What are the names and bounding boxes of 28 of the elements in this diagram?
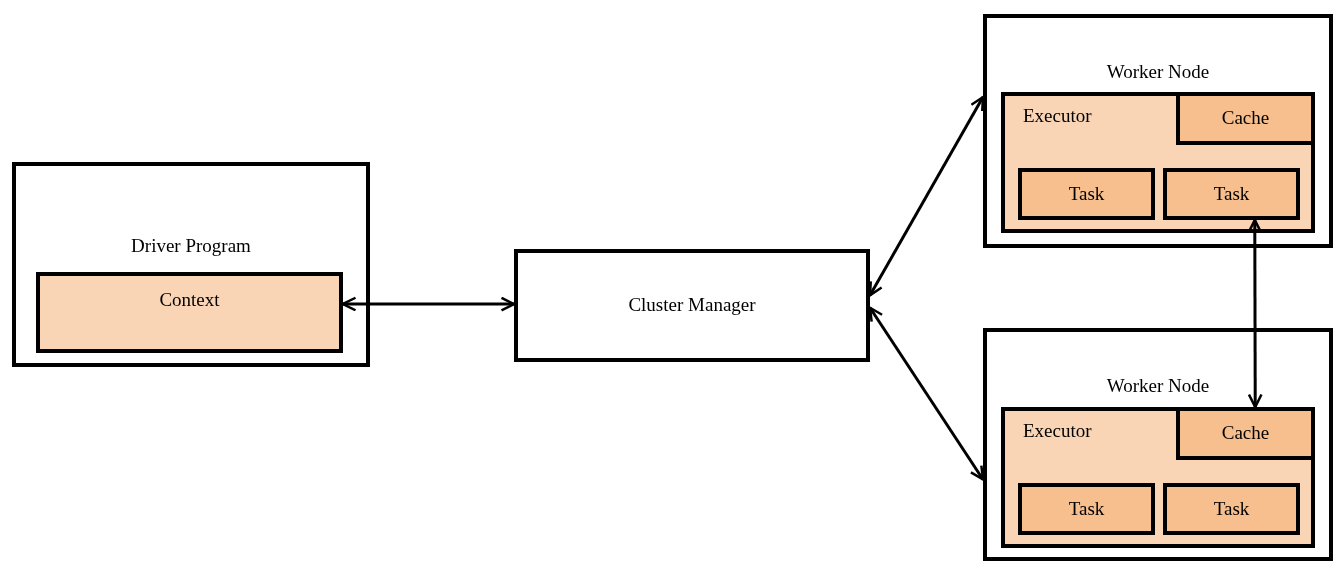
- node-label: Worker Node: [1106, 62, 1210, 83]
- node-label: Driver Program: [131, 236, 251, 257]
- node-label: Executor: [1023, 421, 1092, 442]
- executor-box: [1001, 407, 1315, 548]
- node-label: Cache: [1221, 108, 1270, 129]
- component-box: [1018, 168, 1155, 220]
- context-box: [36, 272, 343, 353]
- component-box: [1163, 483, 1300, 535]
- double-arrow: [341, 296, 516, 312]
- node-label: Task: [1068, 183, 1105, 205]
- node-label: Context: [159, 290, 220, 311]
- node-label: Task: [1068, 498, 1105, 520]
- node-label: Task: [1213, 498, 1250, 520]
- node-box: [983, 328, 1333, 561]
- component-box: [1163, 168, 1300, 220]
- node-label: Cluster Manager: [628, 295, 756, 316]
- executor-box: [1001, 92, 1315, 233]
- node-box: [983, 14, 1333, 248]
- node-label: Task: [1213, 183, 1250, 205]
- double-arrow: [868, 95, 985, 297]
- node-label: Worker Node: [1106, 376, 1210, 397]
- node-label: Cache: [1221, 423, 1270, 444]
- double-arrow: [1247, 218, 1263, 409]
- manager-box: [514, 249, 870, 362]
- double-arrow: [868, 306, 985, 481]
- program-box: [12, 162, 370, 367]
- node-label: Executor: [1023, 106, 1092, 127]
- component-box: [1018, 483, 1155, 535]
